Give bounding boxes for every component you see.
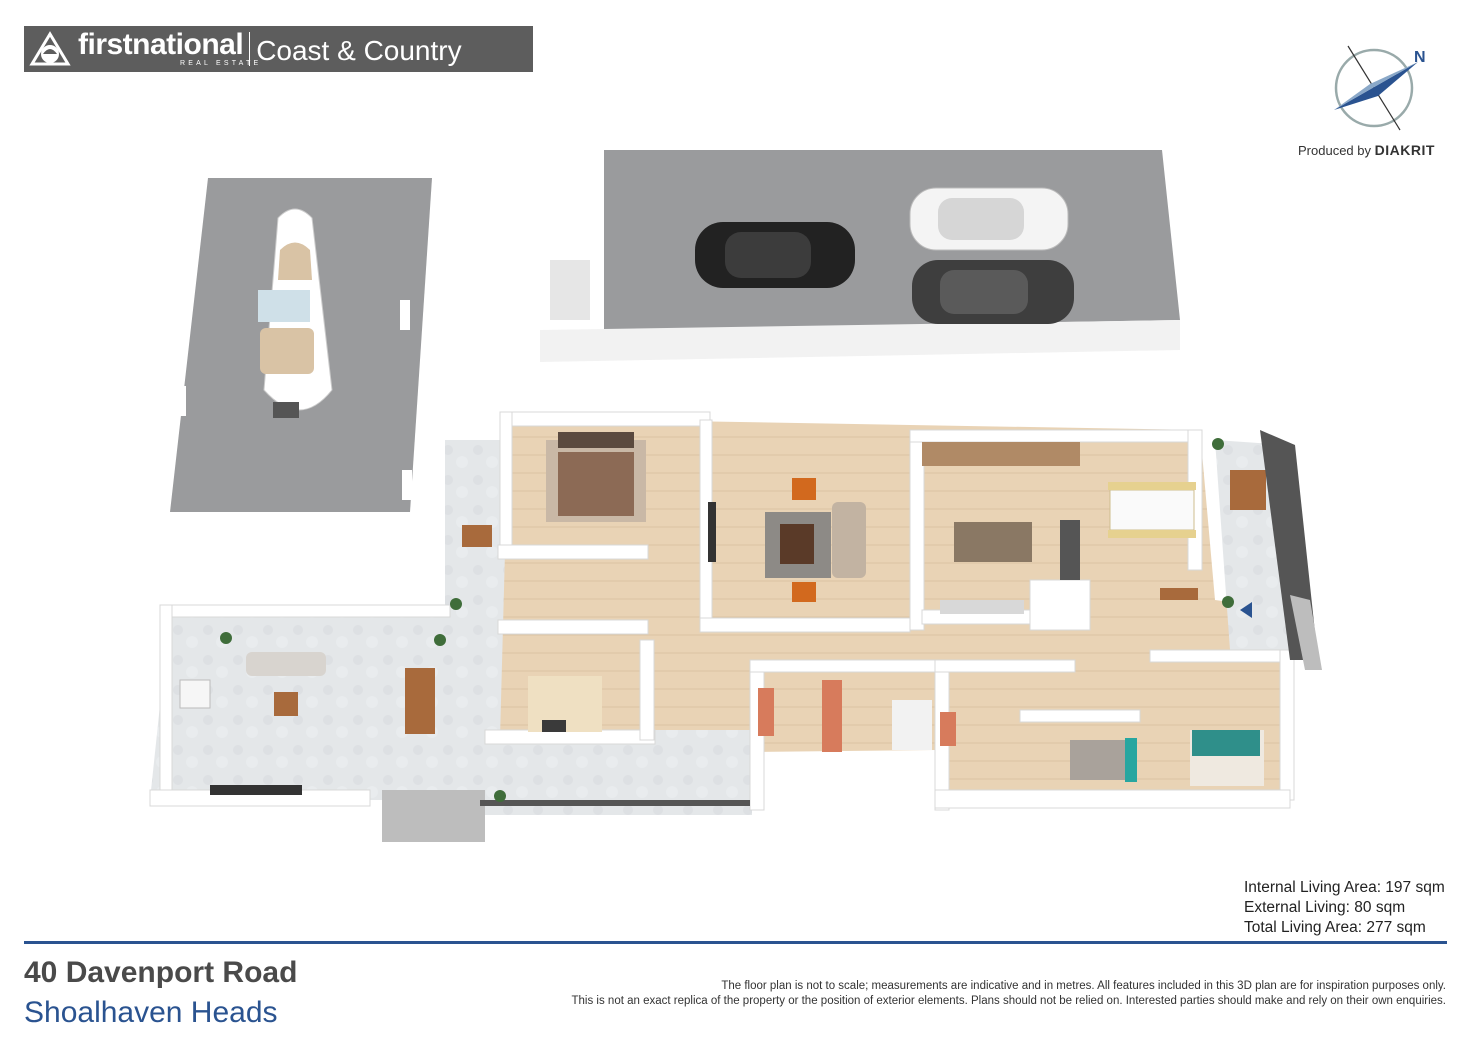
- living-room: [708, 478, 866, 602]
- boat-icon: [258, 208, 333, 418]
- agency-brand: firstnational: [78, 28, 244, 61]
- entry-arrow-icon: [1240, 602, 1252, 618]
- dining-area: [1108, 482, 1196, 538]
- logo-divider: [249, 32, 251, 66]
- house-floor: [490, 418, 1290, 795]
- car-grey-icon: [912, 260, 1074, 324]
- external-living-area: External Living: 80 sqm: [1244, 899, 1406, 916]
- bedroom-3: [1190, 730, 1264, 786]
- agency-logo-icon: [28, 30, 72, 68]
- disclaimer-line-1: The floor plan is not to scale; measurem…: [721, 980, 1446, 992]
- producer-prefix: Produced by: [1298, 143, 1371, 158]
- disclaimer: The floor plan is not to scale; measurem…: [396, 979, 1447, 1009]
- compass-icon: N: [1326, 40, 1436, 132]
- outdoor-dining: [405, 470, 1266, 734]
- bedroom-2: [1070, 738, 1137, 782]
- footer-divider: [24, 941, 1447, 944]
- agency-brand-sub: REAL ESTATE: [180, 60, 262, 67]
- car-black-icon: [695, 222, 855, 288]
- study: [528, 676, 602, 732]
- garage: [540, 150, 1180, 362]
- floor-plan-3d: [140, 140, 1330, 850]
- alfresco-lounge: [179, 652, 326, 795]
- address-suburb: Shoalhaven Heads: [24, 996, 278, 1029]
- area-summary: Internal Living Area: 197 sqm External L…: [1244, 878, 1445, 938]
- front-deck: [382, 430, 1322, 842]
- agency-region: Coast & Country: [256, 35, 462, 66]
- car-white-icon: [909, 187, 1069, 251]
- agency-logo: firstnational REAL ESTATE Coast & Countr…: [24, 26, 533, 72]
- bathrooms: [758, 680, 956, 752]
- address-street: 40 Davenport Road: [24, 956, 298, 989]
- master-bedroom: [546, 432, 646, 522]
- plant-icons: [220, 438, 1234, 802]
- producer-name: DIAKRIT: [1374, 142, 1435, 158]
- total-living-area: Total Living Area: 277 sqm: [1244, 919, 1426, 936]
- kitchen: [922, 442, 1080, 614]
- producer-credit: Produced by DIAKRIT: [1298, 142, 1435, 158]
- compass-north-label: N: [1414, 49, 1426, 66]
- internal-living-area: Internal Living Area: 197 sqm: [1244, 879, 1445, 896]
- disclaimer-line-2: This is not an exact replica of the prop…: [571, 995, 1447, 1007]
